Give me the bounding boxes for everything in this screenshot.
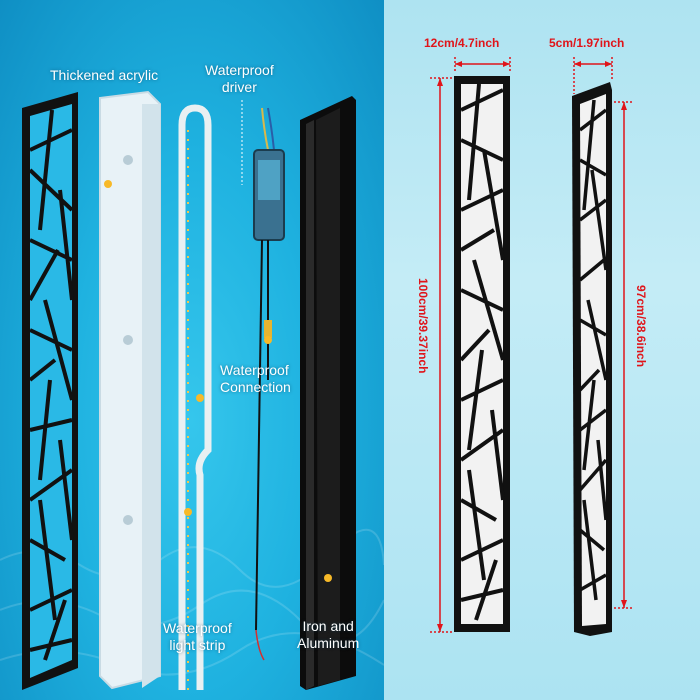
- dimension-drawing: [430, 57, 632, 636]
- acrylic-diffuser: [99, 90, 161, 690]
- label-iron-aluminum: Iron and Aluminum: [297, 618, 360, 651]
- label-waterproof-light-strip: Waterproof light strip: [163, 620, 232, 653]
- label-thickened-acrylic: Thickened acrylic: [50, 67, 159, 83]
- dimension-lines: [430, 57, 632, 633]
- label-waterproof-driver: Waterproof driver: [205, 62, 274, 95]
- waterproof-driver-assembly: [253, 107, 285, 661]
- dimension-large-height: 100cm/39.37inch: [416, 278, 430, 374]
- exploded-components: [22, 90, 356, 690]
- dimension-small-height: 97cm/38.6inch: [634, 285, 648, 368]
- exploded-view-panel: Thickened acrylic Waterproof driver Wate…: [0, 0, 384, 700]
- dimension-large-width: 12cm/4.7inch: [424, 36, 500, 50]
- lattice-front-panel: [22, 92, 78, 690]
- dimensions-panel: 12cm/4.7inch 5cm/1.97inch 100cm/39.37inc…: [384, 0, 700, 700]
- metal-housing: [300, 96, 356, 690]
- dimension-small-width: 5cm/1.97inch: [549, 36, 625, 50]
- small-fixture: [572, 82, 612, 636]
- acrylic-marker: [104, 180, 112, 188]
- light-strip: [178, 104, 212, 690]
- large-fixture: [454, 76, 510, 632]
- label-waterproof-connection: Waterproof Connection: [220, 362, 291, 395]
